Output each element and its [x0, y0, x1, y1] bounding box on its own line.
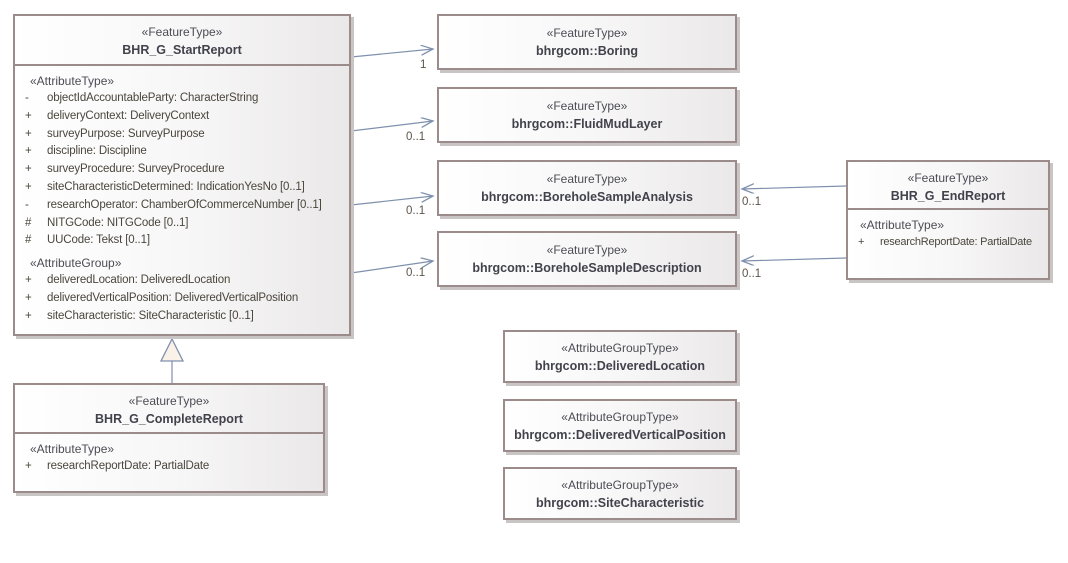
- association-startreport-fluidmudlayer: [350, 121, 433, 132]
- visibility-marker: +: [25, 309, 32, 322]
- visibility-marker: +: [25, 145, 32, 158]
- attribute-type-header: «AttributeType»: [860, 218, 945, 232]
- visibility-marker: +: [858, 236, 865, 248]
- attribute-type-header: «AttributeType»: [30, 442, 115, 456]
- class-name: bhrgcom::Boring: [535, 44, 639, 58]
- stereotype-label: «AttributeGroupType»: [561, 409, 679, 424]
- visibility-marker: +: [25, 274, 32, 287]
- class-name: bhrgcom::BoreholeSampleAnalysis: [481, 190, 693, 204]
- stereotype-label: «FeatureType»: [546, 26, 628, 40]
- visibility-marker: +: [25, 291, 32, 304]
- class-name: bhrgcom::BoreholeSampleDescription: [472, 261, 702, 275]
- class-box-bhr-g-startreport[interactable]: «FeatureType» BHR_G_StartReport «Attribu…: [13, 14, 351, 336]
- attributes-compartment: «AttributeType» + researchReportDate: Pa…: [15, 434, 323, 476]
- multiplicity-sampledescription-end: 0..1: [742, 268, 762, 280]
- class-name: BHR_G_CompleteReport: [95, 412, 243, 426]
- stereotype-label: «FeatureType»: [128, 394, 210, 408]
- class-name: bhrgcom::DeliveredLocation: [534, 358, 706, 373]
- class-header: «FeatureType» BHR_G_StartReport: [15, 16, 349, 66]
- attribute-row: + siteCharacteristic: SiteCharacteristic…: [15, 308, 349, 326]
- class-name: BHR_G_EndReport: [890, 189, 1006, 203]
- class-name: bhrgcom::FluidMudLayer: [511, 117, 663, 131]
- class-header: «FeatureType» BHR_G_EndReport: [848, 162, 1048, 210]
- attribute-row: + researchReportDate: PartialDate: [848, 234, 1048, 252]
- attribute-text: researchOperator: ChamberOfCommerceNumbe…: [47, 198, 322, 211]
- attribute-text: researchReportDate: PartialDate: [47, 460, 210, 472]
- attribute-row: + deliveredVerticalPosition: DeliveredVe…: [15, 290, 349, 308]
- attribute-text: researchReportDate: PartialDate: [880, 236, 1032, 248]
- visibility-marker: +: [25, 127, 32, 140]
- attribute-text: deliveredLocation: DeliveredLocation: [47, 274, 231, 287]
- attributes-compartment: «AttributeType» - objectIdAccountablePar…: [15, 66, 349, 326]
- attribute-text: discipline: Discipline: [47, 145, 147, 158]
- stereotype-label: «FeatureType»: [546, 172, 628, 186]
- class-box-bhrgcom-sitecharacteristic[interactable]: «AttributeGroupType» bhrgcom::SiteCharac…: [503, 467, 737, 520]
- attribute-row: - researchOperator: ChamberOfCommerceNum…: [15, 197, 349, 215]
- stereotype-label: «FeatureType»: [546, 243, 628, 257]
- attribute-text: surveyPurpose: SurveyPurpose: [47, 127, 205, 140]
- attribute-row: + discipline: Discipline: [15, 143, 349, 161]
- attribute-row: # NITGCode: NITGCode [0..1]: [15, 215, 349, 233]
- visibility-marker: +: [25, 109, 32, 122]
- attribute-text: objectIdAccountableParty: CharacterStrin…: [47, 92, 259, 104]
- attribute-text: siteCharacteristicDetermined: Indication…: [47, 180, 305, 193]
- class-box-bhr-g-completereport[interactable]: «FeatureType» BHR_G_CompleteReport «Attr…: [13, 383, 325, 493]
- attribute-text: deliveredVerticalPosition: DeliveredVert…: [47, 291, 299, 304]
- attribute-text: NITGCode: NITGCode [0..1]: [47, 216, 189, 229]
- attribute-text: UUCode: Tekst [0..1]: [47, 234, 150, 247]
- class-header: «FeatureType» BHR_G_CompleteReport: [15, 385, 323, 434]
- stereotype-label: «FeatureType»: [907, 171, 989, 185]
- attribute-row: + siteCharacteristicDetermined: Indicati…: [15, 179, 349, 197]
- class-box-bhrgcom-boring[interactable]: «FeatureType» bhrgcom::Boring: [437, 14, 737, 70]
- attribute-row: # UUCode: Tekst [0..1]: [15, 232, 349, 250]
- class-box-bhr-g-endreport[interactable]: «FeatureType» BHR_G_EndReport «Attribute…: [846, 160, 1050, 280]
- generalization-triangle-icon: [159, 337, 185, 362]
- class-box-bhrgcom-deliveredlocation[interactable]: «AttributeGroupType» bhrgcom::DeliveredL…: [503, 330, 737, 383]
- attribute-row: - objectIdAccountableParty: CharacterStr…: [15, 90, 349, 108]
- visibility-marker: -: [25, 92, 29, 104]
- visibility-marker: #: [25, 234, 32, 247]
- multiplicity-sampleanalysis-start: 0..1: [406, 205, 426, 217]
- association-startreport-boring: [350, 49, 433, 58]
- attribute-text: surveyProcedure: SurveyProcedure: [47, 163, 225, 176]
- attribute-group-header: «AttributeGroup»: [30, 256, 122, 271]
- association-endreport-boreholesampleanalysis: [742, 186, 847, 189]
- association-endreport-boreholesampledescription: [742, 258, 847, 261]
- attributes-compartment: «AttributeType» + researchReportDate: Pa…: [848, 210, 1048, 252]
- class-name: BHR_G_StartReport: [122, 43, 242, 57]
- class-name: bhrgcom::DeliveredVerticalPosition: [514, 427, 726, 442]
- visibility-marker: +: [25, 460, 32, 472]
- association-startreport-boreholesampledescription: [350, 261, 433, 274]
- attribute-row: + surveyProcedure: SurveyProcedure: [15, 161, 349, 179]
- multiplicity-fluidmudlayer: 0..1: [406, 131, 426, 143]
- stereotype-label: «AttributeGroupType»: [561, 477, 679, 492]
- attribute-row: + deliveryContext: DeliveryContext: [15, 108, 349, 126]
- attribute-text: siteCharacteristic: SiteCharacteristic […: [47, 309, 254, 322]
- visibility-marker: +: [25, 180, 32, 193]
- class-box-bhrgcom-deliveredverticalposition[interactable]: «AttributeGroupType» bhrgcom::DeliveredV…: [503, 399, 737, 452]
- multiplicity-sampleanalysis-end: 0..1: [742, 196, 762, 208]
- association-startreport-boreholesampleanalysis: [350, 196, 433, 206]
- attribute-type-header: «AttributeType»: [30, 74, 115, 88]
- attribute-row: + researchReportDate: PartialDate: [15, 458, 323, 476]
- visibility-marker: +: [25, 163, 32, 176]
- class-box-bhrgcom-boreholesampledescription[interactable]: «FeatureType» bhrgcom::BoreholeSampleDes…: [437, 231, 737, 287]
- stereotype-label: «FeatureType»: [546, 99, 628, 113]
- attribute-text: deliveryContext: DeliveryContext: [47, 109, 210, 122]
- multiplicity-sampledescription-start: 0..1: [406, 267, 426, 279]
- attribute-row: + deliveredLocation: DeliveredLocation: [15, 272, 349, 290]
- multiplicity-boring: 1: [420, 59, 427, 71]
- attribute-row: + surveyPurpose: SurveyPurpose: [15, 126, 349, 144]
- class-box-bhrgcom-boreholesampleanalysis[interactable]: «FeatureType» bhrgcom::BoreholeSampleAna…: [437, 160, 737, 216]
- visibility-marker: -: [25, 198, 29, 211]
- stereotype-label: «AttributeGroupType»: [561, 340, 679, 355]
- class-name: bhrgcom::SiteCharacteristic: [535, 495, 705, 510]
- stereotype-label: «FeatureType»: [141, 25, 223, 39]
- visibility-marker: #: [25, 216, 32, 229]
- class-box-bhrgcom-fluidmudlayer[interactable]: «FeatureType» bhrgcom::FluidMudLayer: [437, 87, 737, 143]
